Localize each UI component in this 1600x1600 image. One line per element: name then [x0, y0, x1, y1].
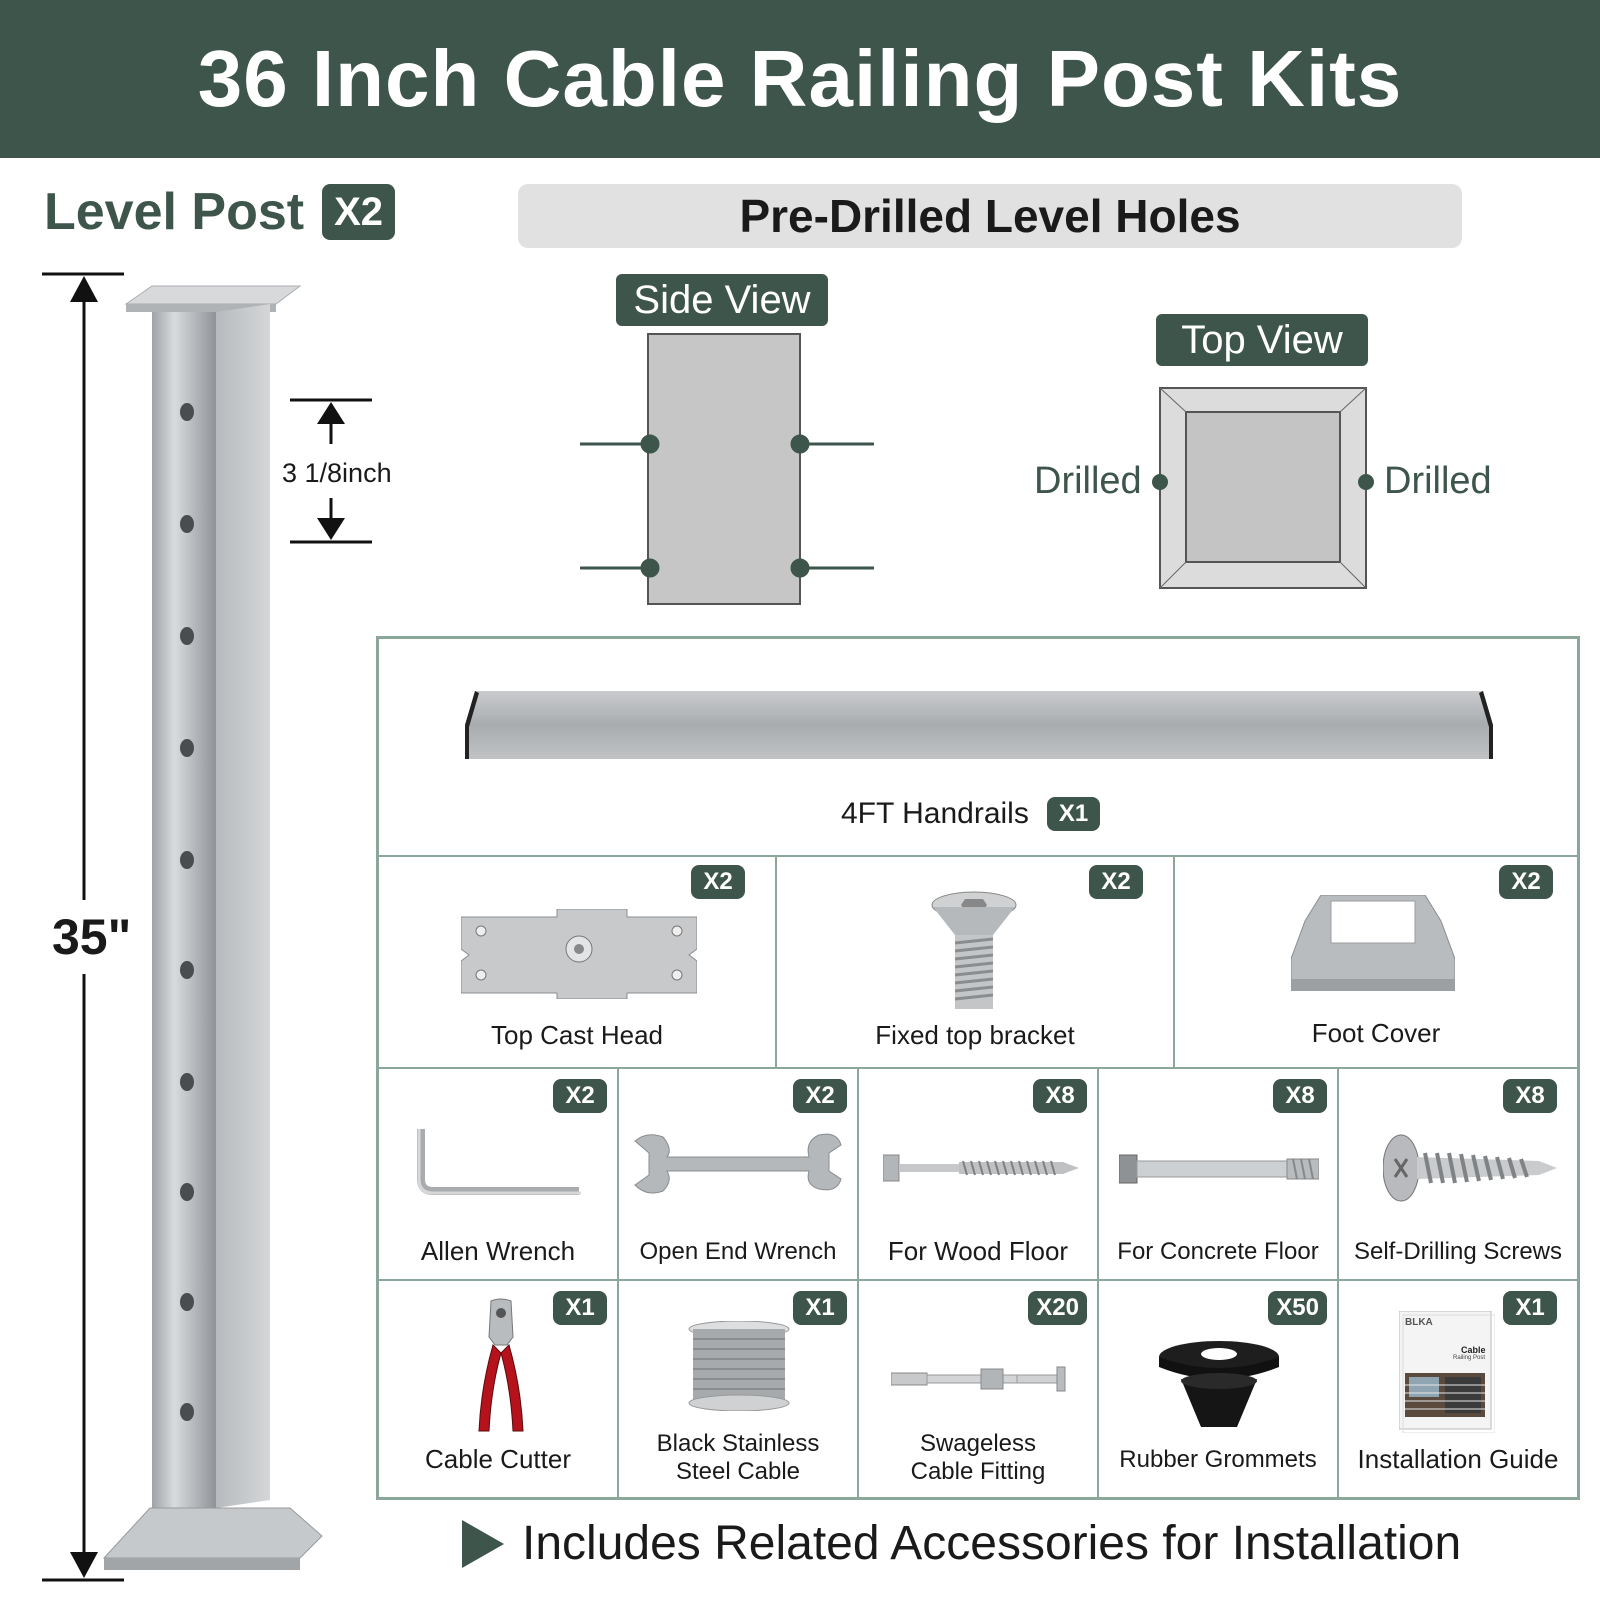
top-view-hole-left [1152, 474, 1168, 490]
top-view-hole-right [1358, 474, 1374, 490]
guide-brand: BLKA [1405, 1317, 1433, 1328]
cable-fitting-icon [891, 1366, 1066, 1392]
qty-badge: X8 [1033, 1079, 1087, 1113]
post-holes [180, 403, 194, 1421]
item-label-line2: Cable Fitting [910, 1458, 1046, 1485]
predrilled-heading: Pre-Drilled Level Holes [518, 184, 1462, 248]
foot-cover-icon [1291, 895, 1455, 991]
item-label: Fixed top bracket [875, 1020, 1075, 1050]
footer-text: Includes Related Accessories for Install… [522, 1517, 1462, 1570]
lag-screw-icon [883, 1154, 1079, 1182]
item-label-line2: Steel Cable [675, 1458, 801, 1485]
post-base-plate [102, 1507, 323, 1559]
qty-badge: X2 [1499, 865, 1553, 899]
qty-badge: X2 [793, 1079, 847, 1113]
open-end-wrench-icon [634, 1133, 842, 1194]
item-label: Allen Wrench [420, 1236, 576, 1266]
item-concrete-floor-anchor: X8 For Concrete Floor [1099, 1069, 1339, 1281]
item-rubber-grommets: X50 Rubber Grommets [1099, 1281, 1339, 1497]
anchor-bolt-icon [1119, 1154, 1319, 1184]
cable-cutter-icon [478, 1298, 524, 1432]
item-allen-wrench: X2 Allen Wrench [379, 1069, 619, 1281]
handrail-illustration [465, 691, 1493, 759]
item-self-drilling-screws: X8 Self-Drilling Screws [1339, 1069, 1577, 1281]
predrilled-views-drawing [580, 333, 1374, 605]
item-cable-fitting: X20 Swageless Cable Fitting [859, 1281, 1099, 1497]
level-post-label: Level Post X2 [44, 182, 396, 242]
item-label: Open End Wrench [639, 1238, 837, 1265]
item-steel-cable: X1 Black Stainless Steel Cable [619, 1281, 859, 1497]
top-cast-head-icon [461, 909, 697, 999]
handrail-qty-badge: X1 [1046, 797, 1101, 831]
drilled-label-right: Drilled [1384, 460, 1492, 502]
qty-badge: X2 [553, 1079, 607, 1113]
qty-badge: X1 [553, 1291, 607, 1325]
side-view-post [647, 333, 801, 605]
qty-badge: X2 [1089, 865, 1143, 899]
post-body [152, 312, 216, 1508]
allen-wrench-icon [417, 1129, 581, 1195]
qty-badge: X1 [1503, 1291, 1557, 1325]
guide-title-line1: Cable [1461, 1345, 1486, 1355]
flat-head-screw-icon [931, 891, 1017, 1009]
spacing-dimension-label: 3 1/8inch [282, 458, 392, 488]
kit-contents-box: 4FT Handrails X1 X2 Top Cast Head X2 [376, 636, 1580, 1500]
qty-badge: X1 [793, 1291, 847, 1325]
item-label: Top Cast Head [491, 1020, 663, 1050]
item-top-cast-head: X2 Top Cast Head [379, 857, 777, 1069]
drilled-label-left: Drilled [1034, 460, 1142, 502]
item-label: Self-Drilling Screws [1353, 1238, 1563, 1265]
height-arrow-down [70, 1552, 98, 1578]
item-label-line1: Swageless [919, 1430, 1037, 1457]
cable-spool-icon [688, 1321, 790, 1411]
side-view-hole [790, 558, 810, 578]
kit-divider [379, 855, 1577, 857]
item-label-line1: Black Stainless [656, 1430, 820, 1457]
qty-badge: X2 [691, 865, 745, 899]
qty-badge: X50 [1268, 1291, 1327, 1325]
play-triangle-icon [462, 1519, 504, 1568]
level-post-qty-badge: X2 [322, 184, 396, 240]
item-label: Rubber Grommets [1119, 1446, 1317, 1473]
handrail-label-text: 4FT Handrails [841, 797, 1029, 830]
item-label: For Wood Floor [887, 1236, 1069, 1266]
handrail-label: 4FT Handrails X1 [841, 797, 1101, 831]
qty-badge: X8 [1273, 1079, 1327, 1113]
item-label: Cable Cutter [425, 1444, 571, 1474]
item-installation-guide: X1 BLKA Cable Railing Post Installation … [1339, 1281, 1577, 1497]
item-open-end-wrench: X2 Open End Wrench [619, 1069, 859, 1281]
height-arrow-up [70, 276, 98, 302]
installation-guide-icon [1399, 1311, 1495, 1433]
item-foot-cover: X2 Foot Cover [1175, 857, 1577, 1069]
item-fixed-top-bracket: X2 Fixed top bracket [777, 857, 1175, 1069]
level-post-text: Level Post [44, 183, 305, 241]
rubber-grommet-icon [1159, 1341, 1279, 1427]
level-post-illustration [42, 272, 372, 1582]
self-drilling-screw-icon [1383, 1134, 1557, 1202]
item-label: For Concrete Floor [1117, 1238, 1319, 1265]
top-view-tag: Top View [1156, 314, 1368, 366]
item-cable-cutter: X1 Cable Cutter [379, 1281, 619, 1497]
post-top-plate [124, 285, 302, 305]
side-view-hole [640, 558, 660, 578]
guide-title-line2: Railing Post [1453, 1355, 1486, 1361]
qty-badge: X20 [1028, 1291, 1087, 1325]
page-title: 36 Inch Cable Railing Post Kits [197, 34, 1403, 123]
side-view-hole [790, 434, 810, 454]
item-wood-floor-screw: X8 For Wood Floor [859, 1069, 1099, 1281]
side-view-hole [640, 434, 660, 454]
side-view-tag: Side View [616, 274, 828, 326]
qty-badge: X8 [1503, 1079, 1557, 1113]
item-label: Foot Cover [1311, 1018, 1441, 1048]
item-label: Installation Guide [1357, 1444, 1559, 1474]
title-banner: 36 Inch Cable Railing Post Kits [0, 0, 1600, 158]
height-dimension-label: 35" [52, 900, 132, 974]
footer-note: Includes Related Accessories for Install… [462, 1516, 1461, 1571]
top-view-inner [1185, 411, 1341, 563]
